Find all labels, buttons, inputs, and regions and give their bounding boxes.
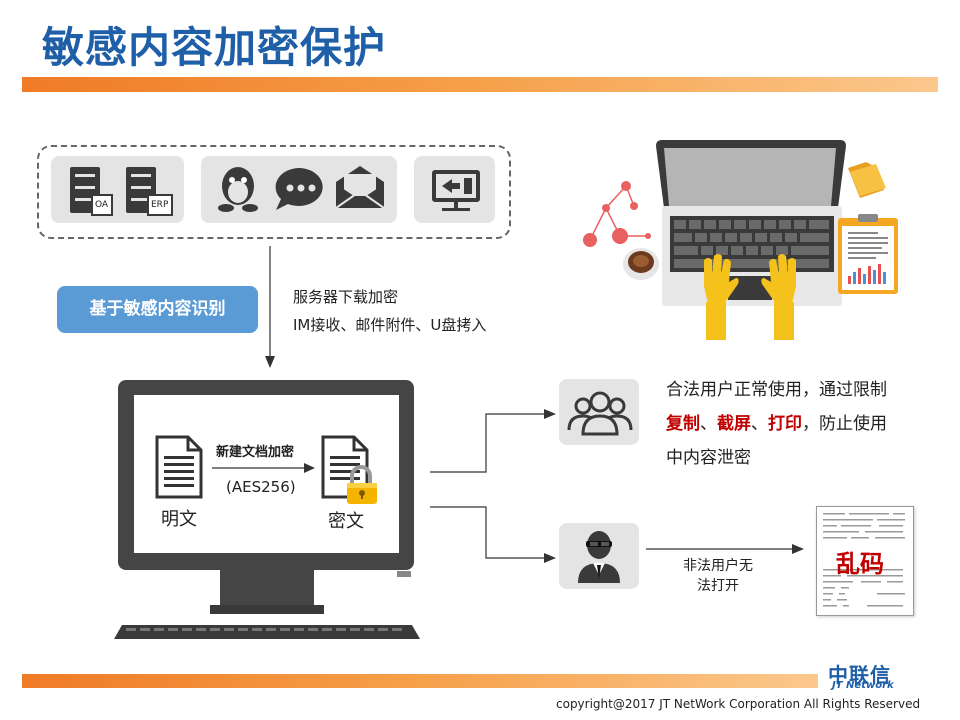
folder-icon: [848, 162, 886, 198]
illegal-arrow: [646, 544, 804, 554]
padlock-icon: [347, 465, 377, 504]
qq-penguin-icon: [218, 167, 258, 212]
encrypt-arrow: [212, 463, 315, 473]
encrypt-algorithm-label: (AES256): [226, 478, 296, 496]
copyright-text: copyright@2017 JT NetWork Corporation Al…: [556, 697, 921, 711]
garbled-document: [816, 506, 914, 616]
restrict-print-text: 打印: [768, 414, 802, 434]
typing-hands-icon: [704, 254, 796, 340]
laptop-keyboard: [662, 206, 842, 306]
illegal-user-text: 非法用户无 法打开: [683, 556, 753, 596]
erp-label: ERP: [151, 200, 169, 210]
cipher-document-icon: [321, 435, 377, 504]
oa-label: OA: [95, 200, 109, 210]
download-arrow: [265, 246, 275, 368]
download-note: 服务器下载加密: [293, 288, 399, 306]
garbled-label: 乱码: [836, 550, 884, 578]
illegal-user-line1: 非法用户无: [683, 558, 753, 574]
legal-user-line3: 中内容泄密: [666, 448, 751, 468]
garbled-text-lines: [823, 513, 905, 607]
report-clipboard-icon: [838, 214, 898, 294]
laptop-illustration: [583, 140, 898, 340]
legal-user-text: 合法用户正常使用，通过限制 复制、截屏、打印，防止使用 中内容泄密: [666, 373, 887, 475]
plain-text-label: 明文: [161, 509, 197, 530]
plain-document-icon: [155, 435, 203, 499]
messaging-icons: [218, 166, 385, 212]
coffee-cup-icon: [623, 248, 659, 280]
company-logo-cn: 中联信: [828, 663, 891, 687]
erp-server-icon: [126, 167, 173, 216]
company-logo-en: JT Network: [832, 680, 894, 691]
restrict-screenshot-text: 截屏: [717, 414, 751, 434]
branch-arrows: [430, 409, 556, 563]
title-underline-bar: [22, 77, 938, 92]
oa-server-icon: [70, 167, 113, 216]
channel-note: IM接收、邮件附件、U盘拷入: [293, 316, 487, 334]
page-title: 敏感内容加密保护: [42, 23, 387, 72]
separator-2: 、: [751, 414, 768, 434]
legal-user-line1: 合法用户正常使用，通过限制: [666, 380, 887, 400]
cipher-text-label: 密文: [328, 511, 364, 532]
restrict-copy-text: 复制: [666, 414, 700, 434]
laptop-screen: [656, 140, 846, 208]
content-identify-badge: 基于敏感内容识别: [57, 286, 258, 333]
legal-user-line2-tail: ，防止使用: [802, 414, 887, 434]
server-icons: [70, 167, 173, 216]
encrypt-action-label: 新建文档加密: [216, 445, 295, 460]
legal-user-line2: 复制、截屏、打印，防止使用: [666, 407, 887, 441]
mail-envelope-icon: [335, 166, 385, 209]
molecule-network-icon: [583, 181, 651, 247]
illegal-user-line2: 法打开: [697, 578, 739, 594]
hacker-agent-icon: [578, 531, 620, 583]
source-channels-group: [37, 145, 511, 239]
user-group-icon: [567, 391, 633, 436]
usb-transfer-icon: [432, 170, 480, 211]
monitor-illustration: [114, 380, 420, 639]
chat-bubble-icon: [275, 167, 323, 210]
footer-bar: [22, 674, 818, 688]
separator-1: 、: [700, 414, 717, 434]
bar-chart-graphic: [848, 264, 886, 284]
